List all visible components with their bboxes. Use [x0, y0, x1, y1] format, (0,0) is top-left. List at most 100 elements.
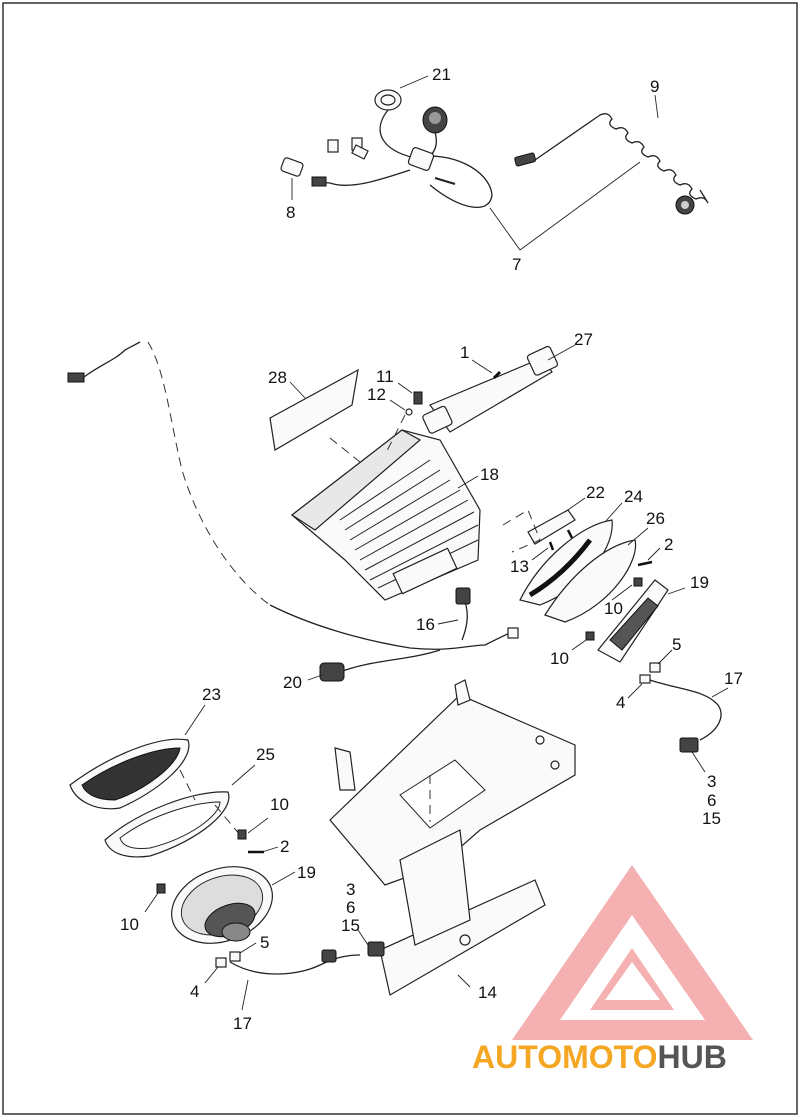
bracket-hole-3	[459, 934, 471, 946]
callout-6-left: 6	[346, 898, 355, 917]
trim-ring-26	[544, 539, 637, 623]
leader-4-right	[627, 683, 643, 699]
clip-10-a	[633, 577, 643, 587]
callout-10-b: 10	[550, 649, 569, 668]
leader-10-c	[247, 817, 269, 834]
leader-3-right	[691, 751, 706, 773]
callout-15-right: 15	[702, 809, 721, 828]
callout-8: 8	[286, 203, 295, 222]
callout-14: 14	[478, 983, 497, 1002]
leader-21	[399, 75, 429, 89]
radio-faceplate	[290, 429, 422, 531]
screw-2-right	[637, 560, 653, 567]
harness-17-left-plug-b	[367, 941, 385, 957]
clip-1	[327, 139, 339, 153]
watermark-logo: AUTOMOTOHUB	[472, 865, 753, 1075]
grille-dash-2	[214, 804, 241, 836]
leader-5-left	[239, 942, 257, 954]
headset-control-module	[407, 147, 435, 171]
watermark-moto: MOTO	[562, 1039, 657, 1075]
antenna-lead	[83, 341, 141, 378]
leader-22	[564, 497, 586, 513]
leader-17-left	[241, 979, 249, 1011]
callout-21: 21	[432, 65, 451, 84]
screw-dash	[384, 414, 406, 456]
leader-19-right	[667, 587, 686, 595]
harness-16-connector	[455, 587, 471, 605]
bracket-dash	[502, 509, 541, 553]
screw-13b	[566, 529, 574, 539]
watermark-auto: AUTO	[472, 1039, 562, 1075]
bracket-tab-top	[454, 679, 471, 706]
leader-10-b	[571, 639, 587, 651]
speaker-19-right-cone	[609, 597, 659, 651]
fin	[369, 524, 479, 581]
leader-14	[457, 974, 471, 988]
washer-12	[405, 408, 413, 416]
callout-5-right: 5	[672, 635, 681, 654]
radio-assembly	[269, 344, 576, 641]
leader-19-left	[271, 871, 296, 886]
callout-26: 26	[646, 509, 665, 528]
callout-22: 22	[586, 483, 605, 502]
screw-11	[413, 391, 423, 405]
leader-13	[531, 547, 549, 561]
label-sheet	[269, 368, 359, 451]
leader-2-right	[647, 547, 661, 561]
connector-4-left	[215, 957, 227, 968]
callout-9: 9	[650, 77, 659, 96]
callout-3-left: 3	[346, 880, 355, 899]
bracket-leg	[399, 829, 471, 946]
clip-10-b	[585, 631, 595, 641]
callout-10-c: 10	[270, 795, 289, 814]
logo-triangle-mid	[605, 962, 660, 1000]
leader-7	[489, 161, 641, 251]
plug-connector	[311, 176, 327, 187]
callout-7: 7	[512, 255, 521, 274]
screw-headset	[434, 177, 456, 185]
callout-11: 11	[376, 367, 394, 386]
clip-3	[351, 144, 369, 160]
grille-dash-1	[179, 769, 196, 801]
headset-cable-main	[379, 109, 493, 208]
callout-15-left: 15	[341, 916, 360, 935]
connector-5-left	[229, 951, 241, 962]
bracket-hole-1	[535, 735, 545, 745]
leader-28	[289, 381, 306, 399]
right-speaker-assembly	[502, 497, 729, 773]
bracket-22	[527, 509, 576, 545]
watermark-text: AUTOMOTOHUB	[472, 1039, 727, 1075]
coiled-cord	[534, 113, 709, 204]
fin	[339, 459, 431, 521]
gps-cable-branch	[339, 649, 441, 673]
callout-19-right: 19	[690, 573, 709, 592]
harness-17-right	[649, 679, 722, 741]
callout-12: 12	[367, 385, 386, 404]
strap-loop-left	[422, 405, 453, 434]
gps-cable	[269, 604, 513, 650]
leader-10-a	[611, 584, 633, 601]
callout-1: 1	[460, 343, 469, 362]
screw-1	[492, 370, 502, 380]
gps-end-plug	[507, 627, 519, 639]
screw-13a	[548, 541, 555, 551]
callout-24: 24	[624, 487, 643, 506]
harness-17-left-plug-a	[321, 949, 337, 963]
leader-2-left	[261, 846, 279, 853]
headset-cable-to-plug	[317, 169, 411, 186]
callout-10-d: 10	[120, 915, 139, 934]
callout-17-left: 17	[233, 1014, 252, 1033]
leader-23	[184, 704, 206, 736]
callout-18: 18	[480, 465, 499, 484]
fin	[344, 469, 441, 531]
callout-27: 27	[574, 330, 593, 349]
trim-ring-25-inner	[119, 801, 221, 849]
leader-1	[471, 359, 493, 374]
label-dash	[329, 437, 361, 463]
callout-4-right: 4	[616, 693, 625, 712]
leader-18	[457, 475, 479, 489]
leader-4-left	[204, 966, 219, 984]
connector-5-right	[649, 662, 661, 673]
fin	[354, 489, 461, 551]
